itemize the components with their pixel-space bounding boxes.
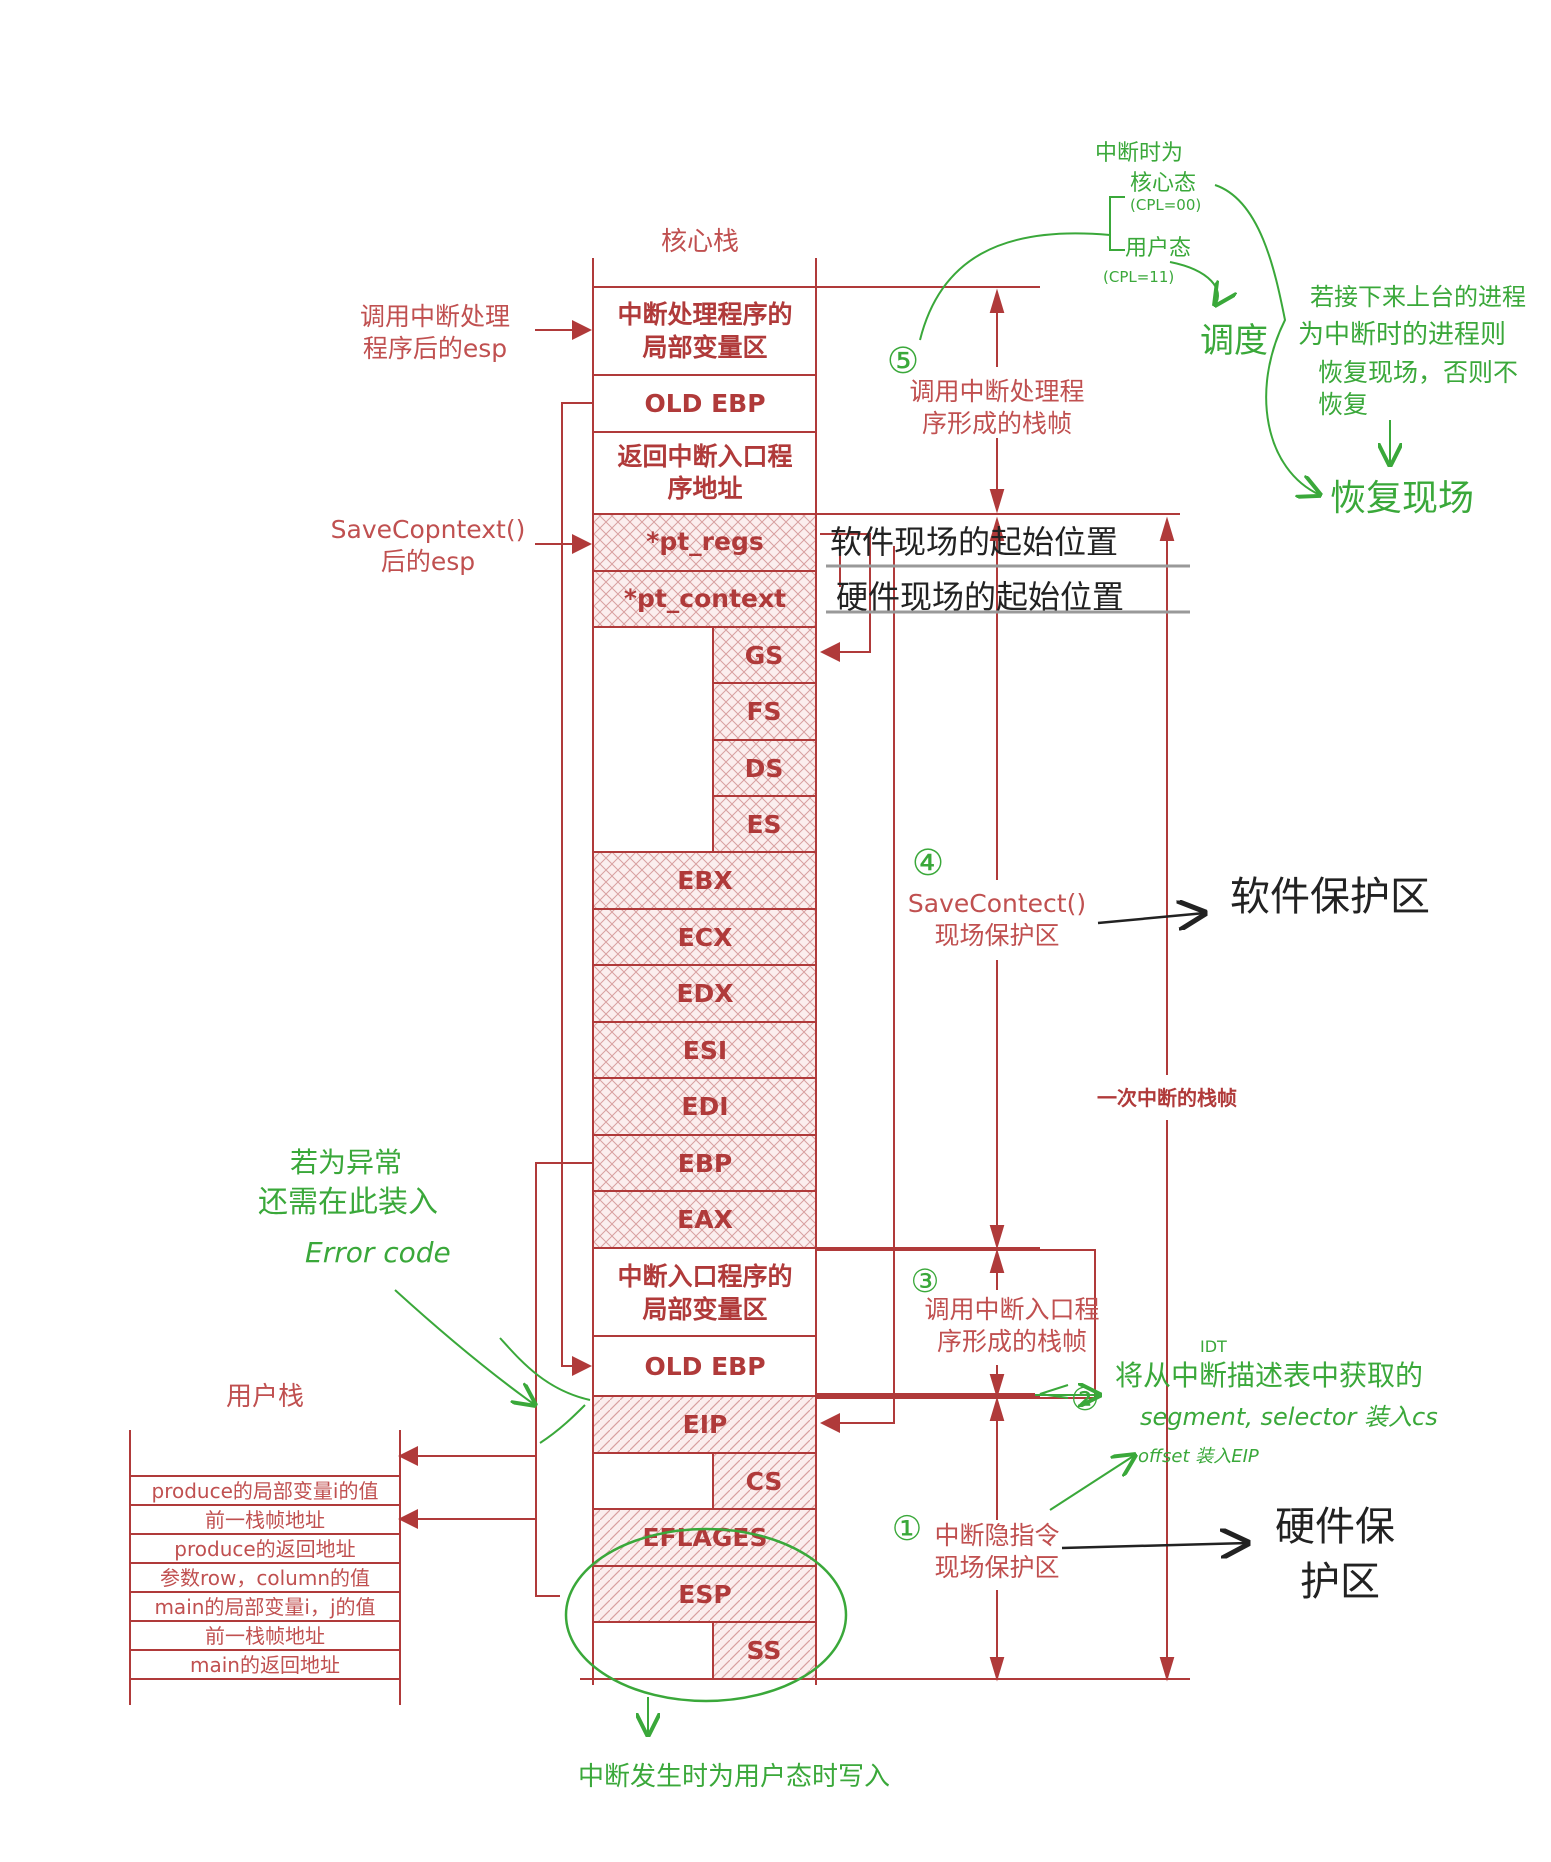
- label-after-handler-2: 程序后的esp: [363, 334, 507, 363]
- cell-ds: DS: [745, 754, 784, 783]
- cell-gs: GS: [745, 641, 784, 670]
- cell-es: ES: [746, 810, 781, 839]
- note-int-when: 中断时为: [1095, 141, 1183, 166]
- cell-esi: ESI: [683, 1036, 727, 1065]
- label-save-1: SaveContect(): [908, 889, 1086, 918]
- label-hw-1: 中断隐指令: [934, 1521, 1059, 1550]
- user-stack: 用户栈 produce的局部变量i的值 前一栈帧地址 produce的返回地址 …: [129, 1382, 401, 1705]
- cell-pt-regs: *pt_regs: [646, 527, 763, 556]
- note-sched-1: 若接下来上台的进程: [1310, 283, 1526, 311]
- cell-entry-locals-2: 局部变量区: [642, 1295, 767, 1324]
- cell-entry-locals-1: 中断入口程序的: [617, 1262, 792, 1291]
- note-soft-zone: 软件保护区: [1230, 874, 1430, 920]
- label-hw-2: 现场保护区: [934, 1553, 1059, 1582]
- cell-eax: EAX: [677, 1205, 733, 1234]
- note-cpl00: (CPL=00): [1130, 196, 1201, 214]
- label-after-save-1: SaveCopntext(): [331, 515, 526, 544]
- note-idt-3: offset 装入EIP: [1138, 1446, 1259, 1467]
- cell-old-ebp-2: OLD EBP: [644, 1352, 765, 1381]
- cell-ecx: ECX: [678, 923, 733, 952]
- user-row: main的返回地址: [190, 1653, 340, 1677]
- step-3: ③: [911, 1262, 940, 1300]
- step-2: ②: [1071, 1380, 1100, 1418]
- label-whole-frame: 一次中断的栈帧: [1097, 1086, 1237, 1110]
- note-sched-4: 恢复: [1318, 390, 1368, 419]
- kernel-stack-title: 核心栈: [661, 227, 739, 257]
- label-save-2: 现场保护区: [934, 921, 1059, 950]
- user-stack-title: 用户栈: [226, 1382, 304, 1412]
- label-after-save-2: 后的esp: [381, 547, 475, 576]
- green-annotations: ⑤ ④ ③ ② ① 中断时为 核心态 (CPL=00) 用户态 (CPL=11)…: [258, 141, 1526, 1792]
- cell-return-addr-1: 返回中断入口程: [617, 442, 792, 471]
- note-schedule: 调度: [1200, 321, 1268, 361]
- note-idt: IDT: [1200, 1337, 1227, 1356]
- step-4: ④: [912, 843, 944, 884]
- label-after-handler-1: 调用中断处理: [360, 302, 510, 331]
- note-cpl11: (CPL=11): [1103, 268, 1174, 286]
- note-exc-3: Error code: [305, 1236, 451, 1269]
- cell-eip: EIP: [683, 1410, 728, 1439]
- label-frame3-1: 调用中断入口程: [924, 1295, 1099, 1324]
- note-hard-zone-2: 护区: [1300, 1559, 1380, 1605]
- cell-ebx: EBX: [677, 866, 732, 895]
- black-annotations: 软件现场的起始位置 硬件现场的起始位置 软件保护区 硬件保 护区: [826, 523, 1430, 1605]
- note-sched-2: 为中断时的进程则: [1298, 320, 1506, 350]
- note-user-mode: 用户态: [1125, 236, 1191, 261]
- user-row: 前一栈帧地址: [205, 1624, 325, 1648]
- user-row: 前一栈帧地址: [205, 1508, 325, 1532]
- cell-eflags: EFLAGES: [642, 1523, 767, 1552]
- left-labels: 调用中断处理 程序后的esp SaveCopntext() 后的esp: [331, 302, 592, 576]
- cell-old-ebp-1: OLD EBP: [644, 389, 765, 418]
- cell-pt-context: *pt_context: [624, 584, 786, 613]
- cell-ebp: EBP: [678, 1149, 732, 1178]
- note-kernel-mode: 核心态: [1130, 171, 1196, 196]
- user-row: 参数row，column的值: [160, 1566, 370, 1590]
- right-brackets: [816, 286, 1180, 1682]
- label-frame3-2: 序形成的栈帧: [937, 1327, 1087, 1356]
- step-5: ⑤: [887, 341, 919, 382]
- cell-esp: ESP: [678, 1580, 731, 1609]
- user-row: main的局部变量i，j的值: [154, 1595, 375, 1619]
- cell-edx: EDX: [676, 979, 733, 1008]
- user-write-circle: [564, 1527, 848, 1703]
- note-idt-1: 将从中断描述表中获取的: [1115, 1359, 1423, 1392]
- cell-ss: SS: [747, 1636, 782, 1665]
- note-sched-3: 恢复现场，否则不: [1318, 358, 1518, 387]
- cell-fs: FS: [746, 697, 781, 726]
- cell-handler-locals-1: 中断处理程序的: [617, 300, 792, 329]
- note-idt-2: segment, selector 装入cs: [1140, 1403, 1438, 1431]
- note-restore: 恢复现场: [1330, 478, 1474, 519]
- user-row: produce的局部变量i的值: [152, 1479, 379, 1503]
- label-frame5-1: 调用中断处理程: [909, 377, 1084, 406]
- label-frame5-2: 序形成的栈帧: [922, 409, 1072, 438]
- note-exc-2: 还需在此装入: [258, 1185, 438, 1220]
- note-hard-start: 硬件现场的起始位置: [836, 578, 1124, 616]
- note-user-write: 中断发生时为用户态时写入: [578, 1762, 890, 1792]
- cell-cs: CS: [746, 1467, 783, 1496]
- cell-edi: EDI: [681, 1092, 728, 1121]
- right-labels: 调用中断处理程 序形成的栈帧 SaveContect() 现场保护区 调用中断入…: [908, 377, 1237, 1582]
- note-hard-zone-1: 硬件保: [1275, 1504, 1395, 1550]
- user-row: produce的返回地址: [174, 1537, 355, 1561]
- ebp-chain-lines: [398, 402, 1096, 1597]
- note-exc-1: 若为异常: [290, 1146, 402, 1179]
- cell-return-addr-2: 序地址: [667, 474, 742, 503]
- note-soft-start: 软件现场的起始位置: [830, 523, 1118, 561]
- kernel-stack: 核心栈 中断处理程序的 局部变量: [580, 227, 1190, 1685]
- cell-handler-locals-2: 局部变量区: [642, 333, 767, 362]
- step-1: ①: [892, 1509, 922, 1549]
